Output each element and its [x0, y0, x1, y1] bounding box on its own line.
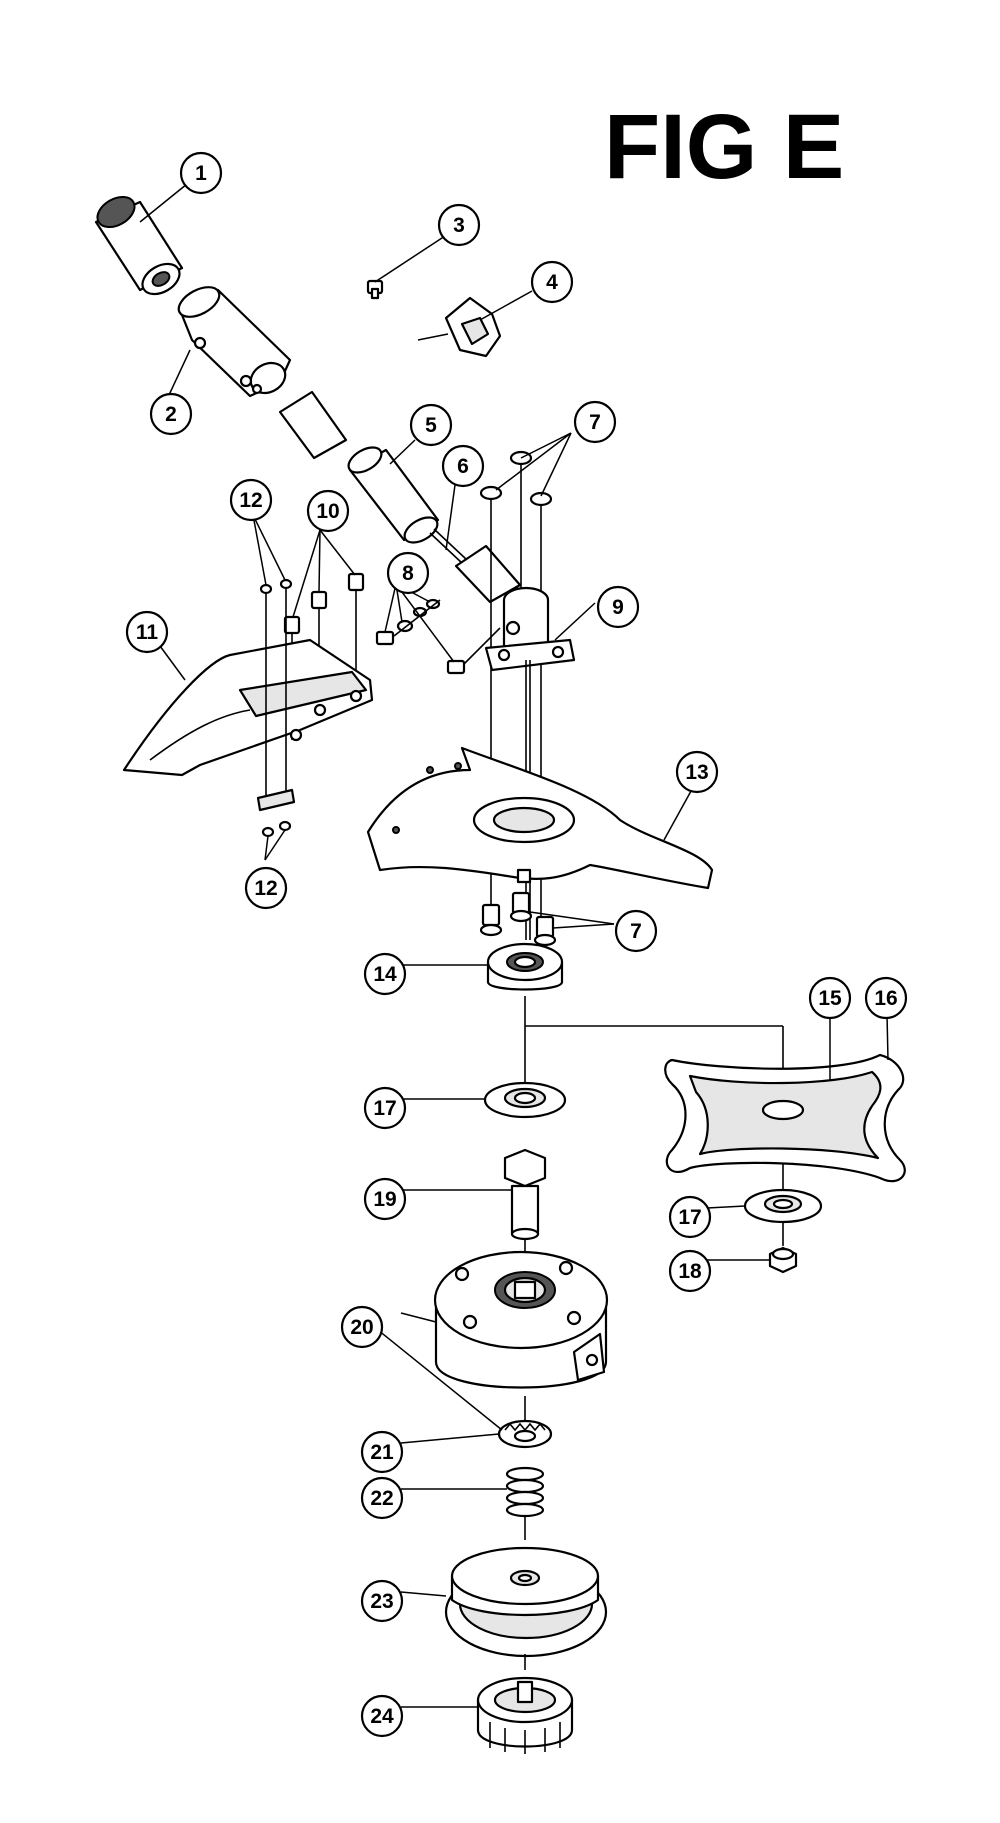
part-1-tube [94, 195, 184, 296]
figure-title: FIG E [604, 96, 844, 198]
part-14-bearing [486, 942, 564, 991]
callout-7-top: 7 [573, 400, 617, 444]
svg-text:21: 21 [370, 1441, 394, 1464]
callout-8: 8 [386, 551, 430, 595]
part-24-bump-knob [476, 1676, 574, 1754]
svg-text:22: 22 [370, 1487, 393, 1510]
svg-text:16: 16 [874, 987, 897, 1010]
part-9-gear-head [484, 586, 576, 940]
part-21-spline-washer [497, 1419, 553, 1449]
callout-1: 1 [179, 151, 223, 195]
svg-text:19: 19 [373, 1188, 396, 1211]
part-8-screws [375, 598, 501, 675]
callout-21: 21 [360, 1430, 404, 1474]
callout-5: 5 [409, 403, 453, 447]
part-18-nut [768, 1246, 798, 1274]
svg-text:14: 14 [373, 963, 397, 986]
svg-text:1: 1 [195, 162, 207, 185]
svg-text:3: 3 [453, 214, 465, 237]
callout-22: 22 [360, 1476, 404, 1520]
callout-7-bottom: 7 [614, 909, 658, 953]
svg-text:10: 10 [316, 500, 339, 523]
callout-2: 2 [149, 392, 193, 436]
callout-3: 3 [437, 203, 481, 247]
svg-text:18: 18 [678, 1260, 702, 1283]
part-4-knob [417, 296, 502, 358]
svg-text:9: 9 [612, 596, 624, 619]
svg-text:7: 7 [630, 920, 642, 943]
callout-17-left: 17 [363, 1086, 407, 1130]
callout-13: 13 [675, 750, 719, 794]
part-13-shield [366, 746, 714, 890]
svg-text:15: 15 [818, 987, 842, 1010]
callout-18: 18 [668, 1249, 712, 1293]
part-17-washer-left [483, 1081, 567, 1119]
svg-text:8: 8 [402, 562, 414, 585]
part-20-spool-housing [433, 1250, 609, 1420]
callout-4: 4 [530, 260, 574, 304]
svg-text:2: 2 [165, 403, 177, 426]
part-6-drive-shaft [429, 528, 522, 604]
callout-9: 9 [596, 585, 640, 629]
callout-11: 11 [125, 610, 169, 654]
callout-20: 20 [340, 1305, 384, 1349]
part-7-bolts-bottom [479, 891, 557, 947]
callout-12-top: 12 [229, 478, 273, 522]
svg-text:23: 23 [370, 1590, 393, 1613]
part-17-washer-right [743, 1188, 823, 1246]
svg-text:17: 17 [373, 1097, 396, 1120]
callout-6: 6 [441, 444, 485, 488]
callout-23: 23 [360, 1579, 404, 1623]
callout-24: 24 [360, 1694, 404, 1738]
svg-text:5: 5 [425, 414, 437, 437]
part-5-sleeve [278, 390, 440, 544]
callout-14: 14 [363, 952, 407, 996]
callout-19: 19 [363, 1177, 407, 1221]
part-15-16-blade [664, 1053, 906, 1183]
svg-text:12: 12 [254, 877, 277, 900]
callout-17-right: 17 [668, 1195, 712, 1239]
callout-12-bottom: 12 [244, 866, 288, 910]
callout-10: 10 [306, 489, 350, 533]
callout-15: 15 [808, 976, 852, 1020]
svg-text:13: 13 [685, 761, 708, 784]
svg-text:11: 11 [136, 621, 159, 644]
part-12-small-screws [256, 578, 296, 838]
svg-text:20: 20 [350, 1316, 373, 1339]
svg-text:17: 17 [678, 1206, 701, 1229]
callout-16: 16 [864, 976, 908, 1020]
part-23-spool [444, 1546, 608, 1670]
svg-text:4: 4 [546, 271, 558, 294]
part-22-spring [505, 1466, 545, 1540]
svg-text:6: 6 [457, 455, 469, 478]
svg-text:12: 12 [239, 489, 262, 512]
part-3-screw [366, 279, 384, 300]
part-11-guard [122, 638, 374, 777]
part-2-coupler [177, 286, 292, 398]
svg-text:24: 24 [370, 1705, 394, 1728]
svg-text:7: 7 [589, 411, 601, 434]
